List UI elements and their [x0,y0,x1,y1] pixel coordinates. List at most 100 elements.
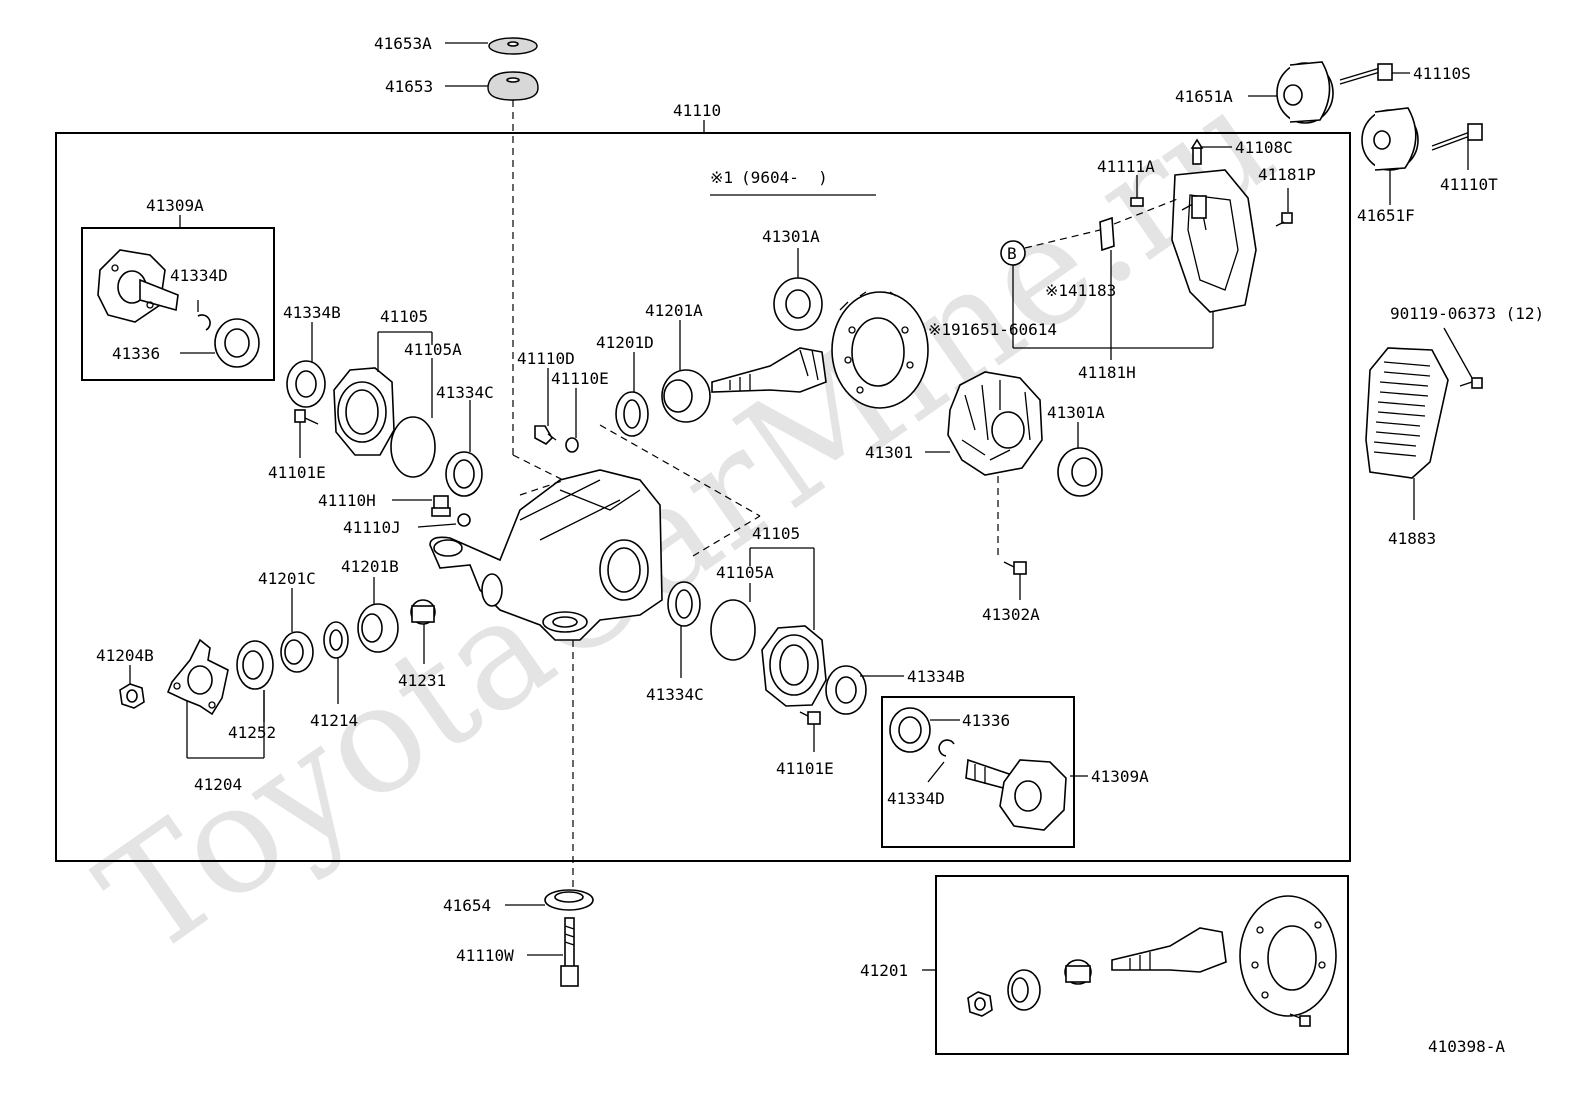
companion-flange-left[interactable] [97,249,179,323]
companion-flange-41204[interactable] [166,638,229,716]
snap-ring-41334d-top[interactable] [197,314,211,331]
bearing-41201c[interactable] [280,631,314,673]
bolt-41101e-left[interactable] [294,409,319,425]
part-label-41334b-left[interactable]: 41334B [283,303,341,322]
side-retainer-41105-left[interactable] [333,367,395,456]
bearing-41301a-top[interactable] [773,277,823,331]
part-label-41653a[interactable]: 41653A [374,34,432,53]
part-label-41110w[interactable]: 41110W [456,946,514,965]
set-bearing[interactable] [1007,969,1041,1011]
oil-seal-41336-bottom[interactable] [889,707,931,753]
rear-cover[interactable] [1171,169,1257,313]
part-label-41309a-top[interactable]: 41309A [146,196,204,215]
part-label-41334d-bottom[interactable]: 41334D [887,789,945,808]
part-label-41183[interactable]: ※141183 [1045,281,1116,300]
part-label-91651-60614[interactable]: ※191651-60614 [928,320,1057,339]
oil-seal-41336-top[interactable] [214,318,260,368]
bolt-41302a[interactable] [1003,561,1027,575]
part-label-41651f[interactable]: 41651F [1357,206,1415,225]
part-label-41110s[interactable]: 41110S [1413,64,1471,83]
part-label-41231[interactable]: 41231 [398,671,446,690]
gasket-41183[interactable] [1099,216,1115,252]
washer-41110e[interactable] [565,437,579,453]
companion-flange-right[interactable] [965,758,1067,831]
part-label-41334b-right[interactable]: 41334B [907,667,965,686]
part-label-41110e[interactable]: 41110E [551,369,609,388]
part-41651a[interactable] [1276,61,1334,124]
part-label-41204b[interactable]: 41204B [96,646,154,665]
side-retainer-41105-right[interactable] [761,625,827,707]
spacer-41201d[interactable] [615,391,649,437]
bolt-90119-06373[interactable] [1459,377,1483,389]
set-ring-gear[interactable] [1239,895,1337,1017]
spacer-41231[interactable] [410,599,436,625]
part-label-41309a-bottom[interactable]: 41309A [1091,767,1149,786]
bearing-41201a[interactable] [661,369,711,423]
ring-gear[interactable] [831,291,929,409]
part-label-41654[interactable]: 41654 [443,896,491,915]
part-label-41101e-left[interactable]: 41101E [268,463,326,482]
part-label-41105-top[interactable]: 41105 [380,307,428,326]
part-label-41110j[interactable]: 41110J [343,518,401,537]
bushing-41654[interactable] [544,889,594,911]
part-label-41181p[interactable]: 41181P [1258,165,1316,184]
stud-41110d[interactable] [534,425,557,445]
washer-41214[interactable] [323,621,349,659]
set-drive-pinion[interactable] [1111,927,1227,973]
part-label-41651a[interactable]: 41651A [1175,87,1233,106]
set-spacer[interactable] [1064,959,1092,985]
part-label-41334c-top[interactable]: 41334C [436,383,494,402]
cover-plate-41883[interactable] [1365,347,1449,479]
set-nut[interactable] [967,991,993,1017]
part-label-41214[interactable]: 41214 [310,711,358,730]
part-label-41201d[interactable]: 41201D [596,333,654,352]
part-label-41201c[interactable]: 41201C [258,569,316,588]
drive-pinion[interactable] [711,347,827,393]
bolt-41101e-right[interactable] [799,711,821,725]
bolt-41110s[interactable] [1339,63,1393,85]
part-label-41252[interactable]: 41252 [228,723,276,742]
part-label-41301[interactable]: 41301 [865,443,913,462]
snap-ring-41334d-bottom[interactable] [938,739,955,757]
gasket-41110j[interactable] [457,513,471,527]
part-label-41110d[interactable]: 41110D [517,349,575,368]
part-label-41301a-right[interactable]: 41301A [1047,403,1105,422]
part-label-41201a[interactable]: 41201A [645,301,703,320]
part-label-41108c[interactable]: 41108C [1235,138,1293,157]
nut-41204b[interactable] [119,683,145,709]
part-label-41336-bottom[interactable]: 41336 [962,711,1010,730]
part-label-41105a-bottom[interactable]: 41105A [716,563,774,582]
part-label-41110h[interactable]: 41110H [318,491,376,510]
part-label-41302a[interactable]: 41302A [982,605,1040,624]
part-label-41105-bottom[interactable]: 41105 [752,524,800,543]
bolt-41181p[interactable] [1275,212,1293,227]
o-ring-41105a-top[interactable] [390,416,436,478]
shim-41334c-bottom[interactable] [667,581,701,627]
plug-41111a[interactable] [1130,197,1144,207]
bolt-41110t[interactable] [1431,123,1483,151]
part-label-41101e-bottom[interactable]: 41101E [776,759,834,778]
bearing-41334b-right[interactable] [825,665,867,715]
part-41651f[interactable] [1361,107,1419,171]
set-bolt[interactable] [1289,1013,1311,1027]
plug-41110h[interactable] [431,495,451,517]
part-label-41201b[interactable]: 41201B [341,557,399,576]
differential-case-41301[interactable] [947,371,1043,476]
part-label-41301a-top[interactable]: 41301A [762,227,820,246]
part-label-41201[interactable]: 41201 [860,961,908,980]
bearing-41334b-left[interactable] [286,360,326,408]
part-label-41110t[interactable]: 41110T [1440,175,1498,194]
part-label-41110[interactable]: 41110 [673,101,721,120]
part-label-41181h[interactable]: 41181H [1078,363,1136,382]
bearing-41201b[interactable] [357,603,399,653]
part-label-41105a-top[interactable]: 41105A [404,340,462,359]
part-label-41883[interactable]: 41883 [1388,529,1436,548]
part-label-90119-06373[interactable]: 90119-06373 (12) [1390,304,1544,323]
shim-41334c-top[interactable] [445,451,483,497]
part-label-41334d-top[interactable]: 41334D [170,266,228,285]
part-label-41111a[interactable]: 41111A [1097,157,1155,176]
bearing-41301a-right[interactable] [1057,447,1103,497]
differential-carrier-housing[interactable] [429,469,663,641]
part-label-41336-top[interactable]: 41336 [112,344,160,363]
breather-41108c[interactable] [1190,138,1204,165]
